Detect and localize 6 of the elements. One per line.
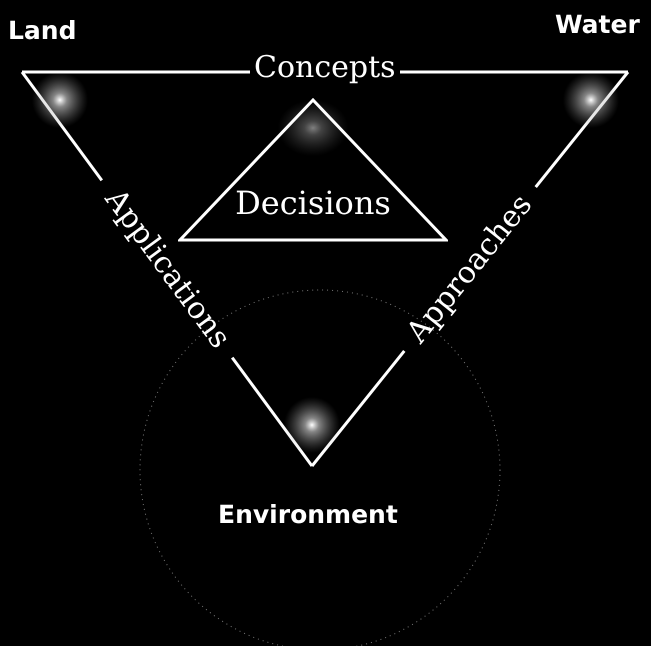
triangle-node: Decisions [178, 98, 448, 243]
edge-label: Concepts [254, 53, 396, 83]
vertex-node: Land [0, 0, 110, 130]
connector-line [20, 70, 630, 74]
vertex-node: Environment [210, 380, 420, 540]
vertex-node: Water [541, 0, 651, 130]
